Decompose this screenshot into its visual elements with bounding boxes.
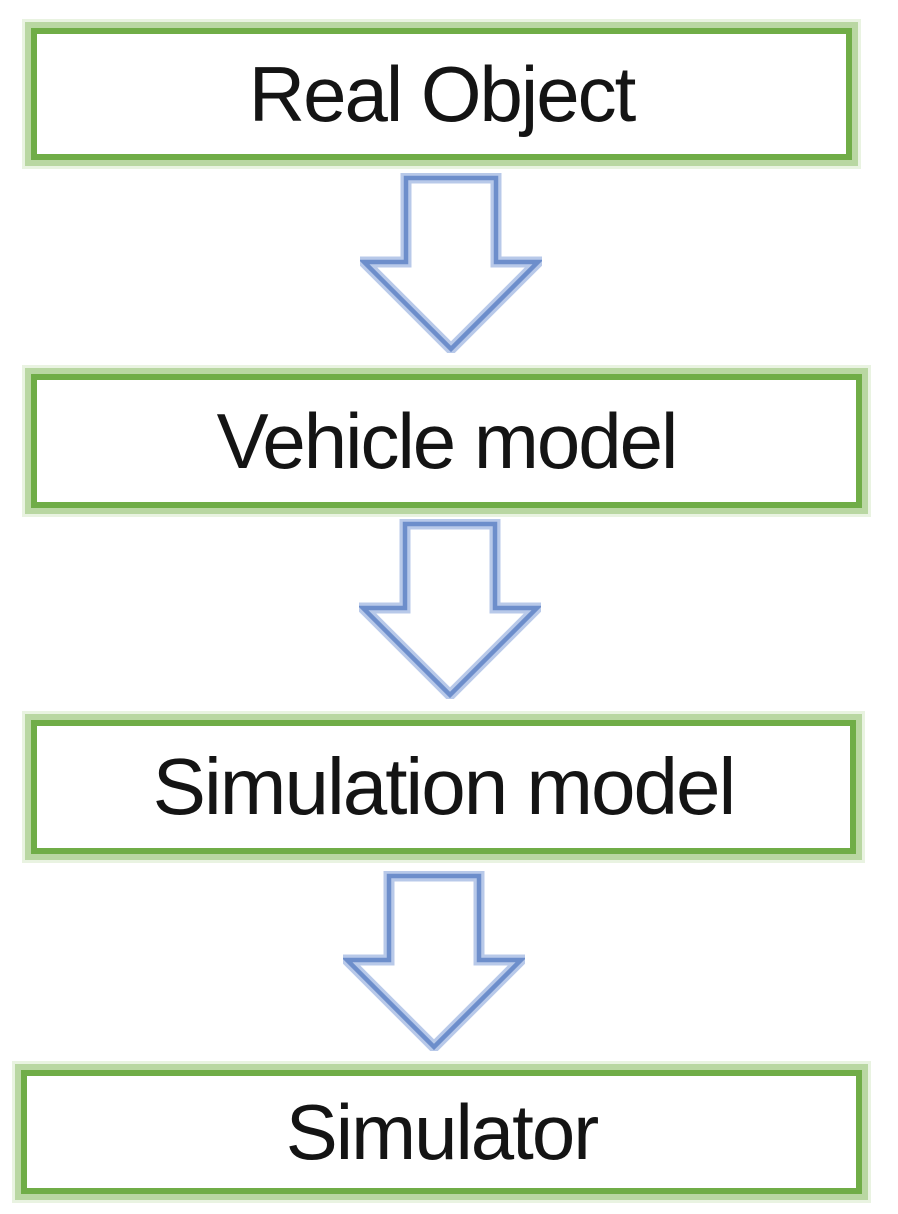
- node-simulation-model-label: Simulation model: [152, 742, 737, 831]
- down-arrow-icon: [360, 173, 542, 353]
- node-real-object: Real Object: [31, 28, 852, 160]
- node-real-object-label: Real Object: [248, 50, 637, 138]
- node-simulator-label: Simulator: [285, 1088, 599, 1176]
- down-arrow-icon: [343, 871, 525, 1051]
- down-arrow-icon: [359, 519, 541, 699]
- node-simulator: Simulator: [21, 1070, 862, 1194]
- node-vehicle-model-label: Vehicle model: [216, 397, 679, 485]
- node-vehicle-model: Vehicle model: [31, 374, 862, 508]
- node-simulation-model: Simulation model: [31, 720, 856, 854]
